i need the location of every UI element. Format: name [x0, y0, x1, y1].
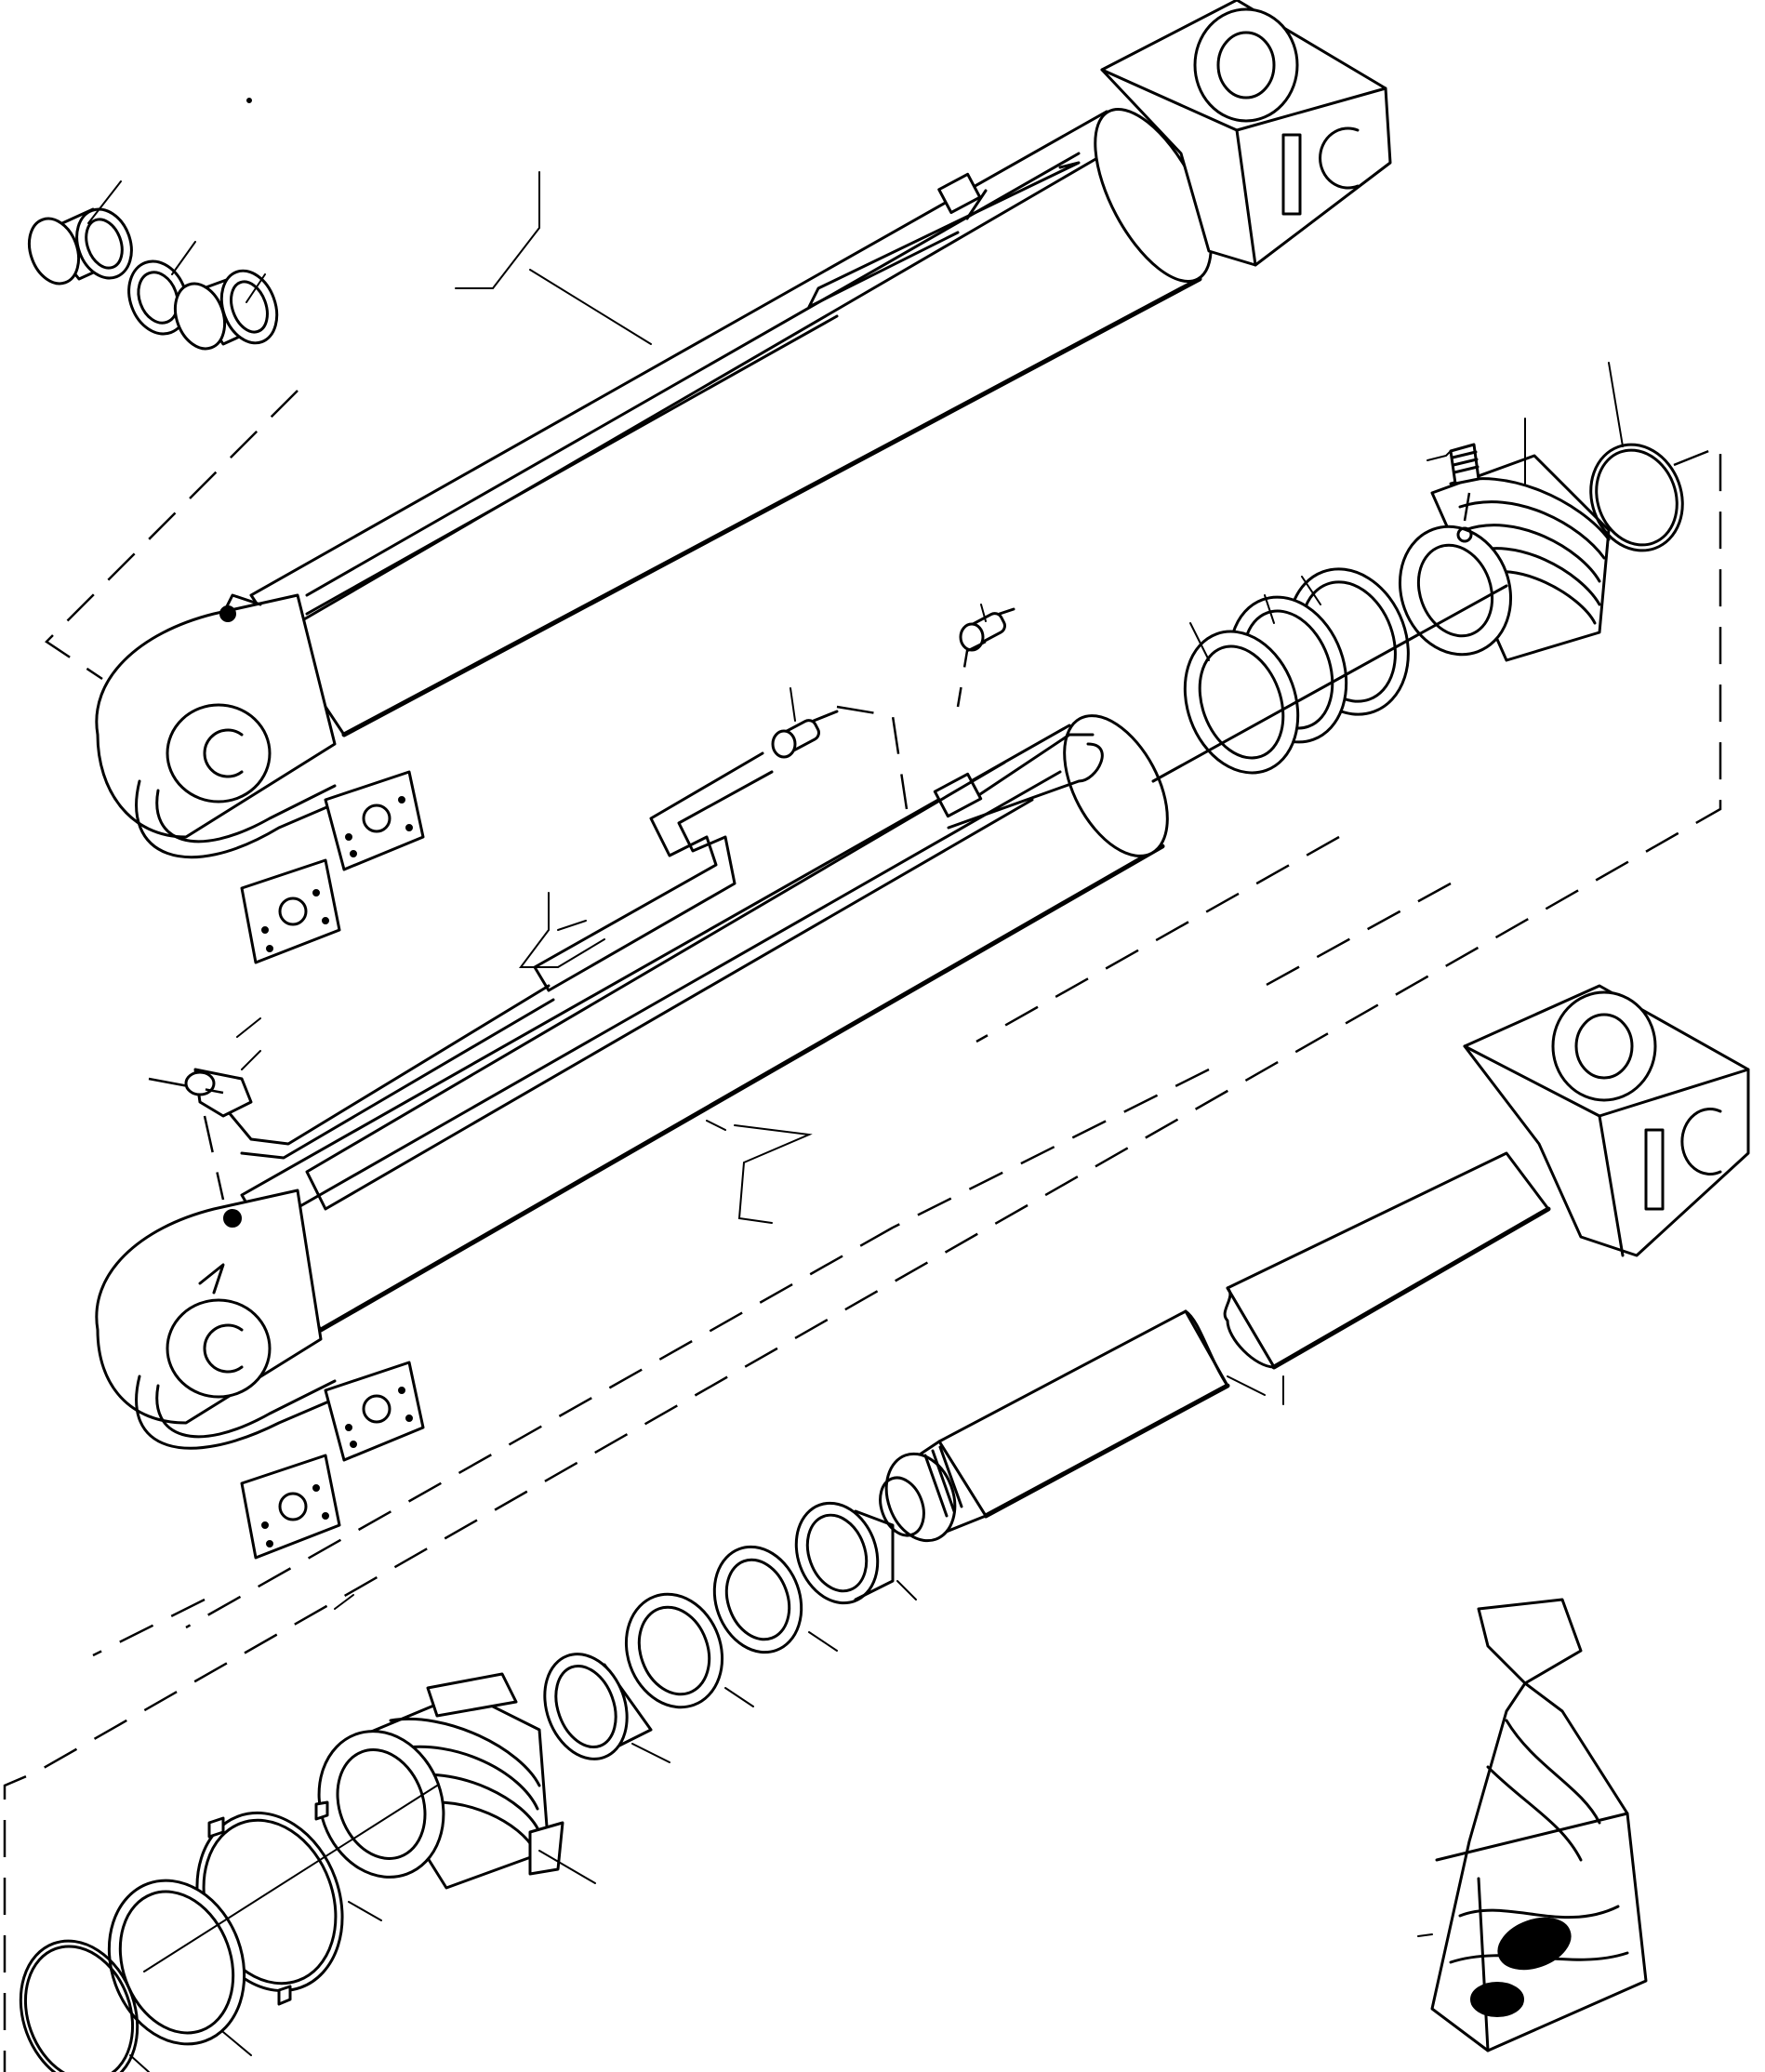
upper-cylinder-assembly [95, 0, 1392, 964]
piston-rod-assembly [879, 984, 1750, 1543]
seal-kit-bag [1417, 1598, 1648, 2052]
retaining-ring-set [19, 1785, 438, 2072]
piston-seal-set [543, 1501, 895, 1760]
gland-and-seal-set [1151, 443, 1684, 783]
bushing-set [27, 207, 279, 351]
leader-lines [87, 171, 1624, 2072]
middle-cylinder-assembly [95, 607, 1169, 1560]
piston-head [317, 1672, 564, 1890]
